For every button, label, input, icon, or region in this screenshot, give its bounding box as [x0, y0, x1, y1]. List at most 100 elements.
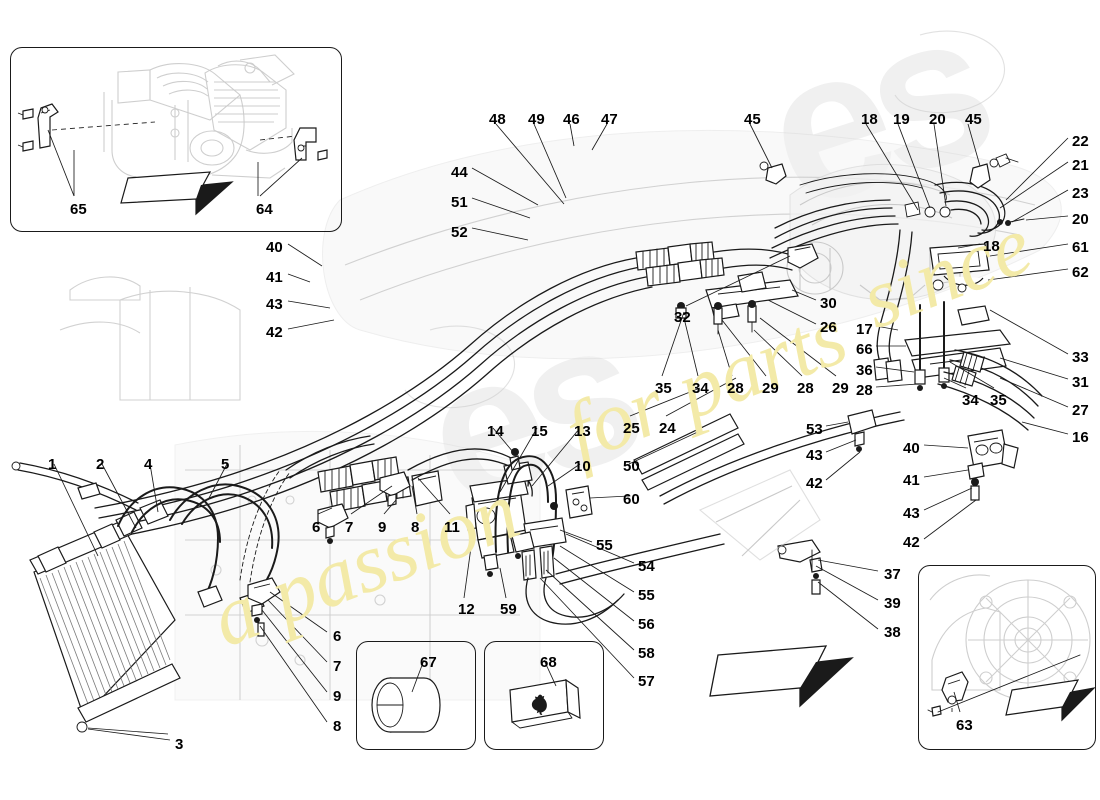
callout-62[interactable]: 62 — [1072, 264, 1089, 281]
inset-bottom-right — [918, 565, 1096, 750]
callout-67[interactable]: 67 — [420, 654, 437, 671]
callout-1[interactable]: 1 — [48, 456, 57, 473]
callout-56[interactable]: 56 — [638, 616, 655, 633]
callout-35[interactable]: 35 — [655, 380, 672, 397]
callout-6[interactable]: 6 — [333, 628, 342, 645]
inset-top-left — [10, 47, 342, 232]
callout-30[interactable]: 30 — [820, 295, 837, 312]
callout-49[interactable]: 49 — [528, 111, 545, 128]
callout-34[interactable]: 34 — [962, 392, 979, 409]
callout-36[interactable]: 36 — [856, 362, 873, 379]
callout-40[interactable]: 40 — [266, 239, 283, 256]
callout-21[interactable]: 21 — [1072, 157, 1089, 174]
callout-31[interactable]: 31 — [1072, 374, 1089, 391]
callout-18[interactable]: 18 — [861, 111, 878, 128]
callout-25[interactable]: 25 — [623, 420, 640, 437]
callout-64[interactable]: 64 — [256, 201, 273, 218]
callout-34[interactable]: 34 — [692, 380, 709, 397]
callout-43[interactable]: 43 — [903, 505, 920, 522]
callout-42[interactable]: 42 — [806, 475, 823, 492]
callout-7[interactable]: 7 — [333, 658, 342, 675]
callout-11[interactable]: 11 — [444, 519, 460, 536]
callout-39[interactable]: 39 — [884, 595, 901, 612]
callout-24[interactable]: 24 — [659, 420, 676, 437]
oil-cooler-radiator — [11, 435, 443, 735]
callout-48[interactable]: 48 — [489, 111, 506, 128]
callout-20[interactable]: 20 — [929, 111, 946, 128]
callout-37[interactable]: 37 — [884, 566, 901, 583]
callout-8[interactable]: 8 — [333, 718, 342, 735]
callout-41[interactable]: 41 — [903, 472, 920, 489]
callout-33[interactable]: 33 — [1072, 349, 1089, 366]
callout-23[interactable]: 23 — [1072, 185, 1089, 202]
callout-28[interactable]: 28 — [856, 382, 873, 399]
callout-42[interactable]: 42 — [266, 324, 283, 341]
leader-lines — [47, 123, 1069, 741]
callout-65[interactable]: 65 — [70, 201, 87, 218]
callout-55[interactable]: 55 — [596, 537, 613, 554]
callout-32[interactable]: 32 — [674, 309, 691, 326]
center-lower-assembly — [407, 411, 905, 625]
callout-6[interactable]: 6 — [312, 519, 321, 536]
callout-53[interactable]: 53 — [806, 421, 823, 438]
callout-22[interactable]: 22 — [1072, 133, 1089, 150]
callout-29[interactable]: 29 — [832, 380, 849, 397]
callout-9[interactable]: 9 — [333, 688, 342, 705]
callout-7[interactable]: 7 — [345, 519, 354, 536]
callout-4[interactable]: 4 — [144, 456, 153, 473]
callout-35[interactable]: 35 — [990, 392, 1007, 409]
callout-58[interactable]: 58 — [638, 645, 655, 662]
callout-8[interactable]: 8 — [411, 519, 420, 536]
callout-14[interactable]: 14 — [487, 423, 504, 440]
callout-17[interactable]: 17 — [856, 321, 873, 338]
inset-top-left-content — [17, 54, 328, 216]
callout-46[interactable]: 46 — [563, 111, 580, 128]
callout-59[interactable]: 59 — [500, 601, 517, 618]
callout-63[interactable]: 63 — [956, 717, 973, 734]
callout-12[interactable]: 12 — [458, 601, 475, 618]
callout-28[interactable]: 28 — [727, 380, 744, 397]
callout-2[interactable]: 2 — [96, 456, 105, 473]
callout-52[interactable]: 52 — [451, 224, 468, 241]
callout-42[interactable]: 42 — [903, 534, 920, 551]
callout-3[interactable]: 3 — [175, 736, 184, 753]
callout-38[interactable]: 38 — [884, 624, 901, 641]
callout-61[interactable]: 61 — [1072, 239, 1089, 256]
callout-27[interactable]: 27 — [1072, 402, 1089, 419]
cavallino-horse-logo — [531, 694, 547, 716]
callout-28[interactable]: 28 — [797, 380, 814, 397]
callout-55[interactable]: 55 — [638, 587, 655, 604]
callout-20[interactable]: 20 — [1072, 211, 1089, 228]
callout-15[interactable]: 15 — [531, 423, 548, 440]
callout-50[interactable]: 50 — [623, 458, 640, 475]
callout-41[interactable]: 41 — [266, 269, 283, 286]
right-lower-brackets — [698, 409, 1019, 595]
callout-43[interactable]: 43 — [266, 296, 283, 313]
inset-bottom-right-content — [927, 574, 1096, 722]
callout-40[interactable]: 40 — [903, 440, 920, 457]
callout-60[interactable]: 60 — [623, 491, 640, 508]
callout-68[interactable]: 68 — [540, 654, 557, 671]
callout-47[interactable]: 47 — [601, 111, 618, 128]
callout-29[interactable]: 29 — [762, 380, 779, 397]
callout-13[interactable]: 13 — [574, 423, 591, 440]
callout-57[interactable]: 57 — [638, 673, 655, 690]
callout-45[interactable]: 45 — [965, 111, 982, 128]
callout-10[interactable]: 10 — [574, 458, 591, 475]
callout-54[interactable]: 54 — [638, 558, 655, 575]
callout-19[interactable]: 19 — [893, 111, 910, 128]
callout-26[interactable]: 26 — [820, 319, 837, 336]
callout-43[interactable]: 43 — [806, 447, 823, 464]
callout-9[interactable]: 9 — [378, 519, 387, 536]
callout-51[interactable]: 51 — [451, 194, 468, 211]
callout-45[interactable]: 45 — [744, 111, 761, 128]
transmission-assembly — [759, 153, 1043, 431]
callout-44[interactable]: 44 — [451, 164, 468, 181]
radiator-fins — [39, 540, 171, 705]
callout-18[interactable]: 18 — [983, 238, 1000, 255]
watermark-vector-strokes — [404, 30, 1006, 409]
callout-66[interactable]: 66 — [856, 341, 873, 358]
callout-16[interactable]: 16 — [1072, 429, 1089, 446]
callout-5[interactable]: 5 — [221, 456, 230, 473]
